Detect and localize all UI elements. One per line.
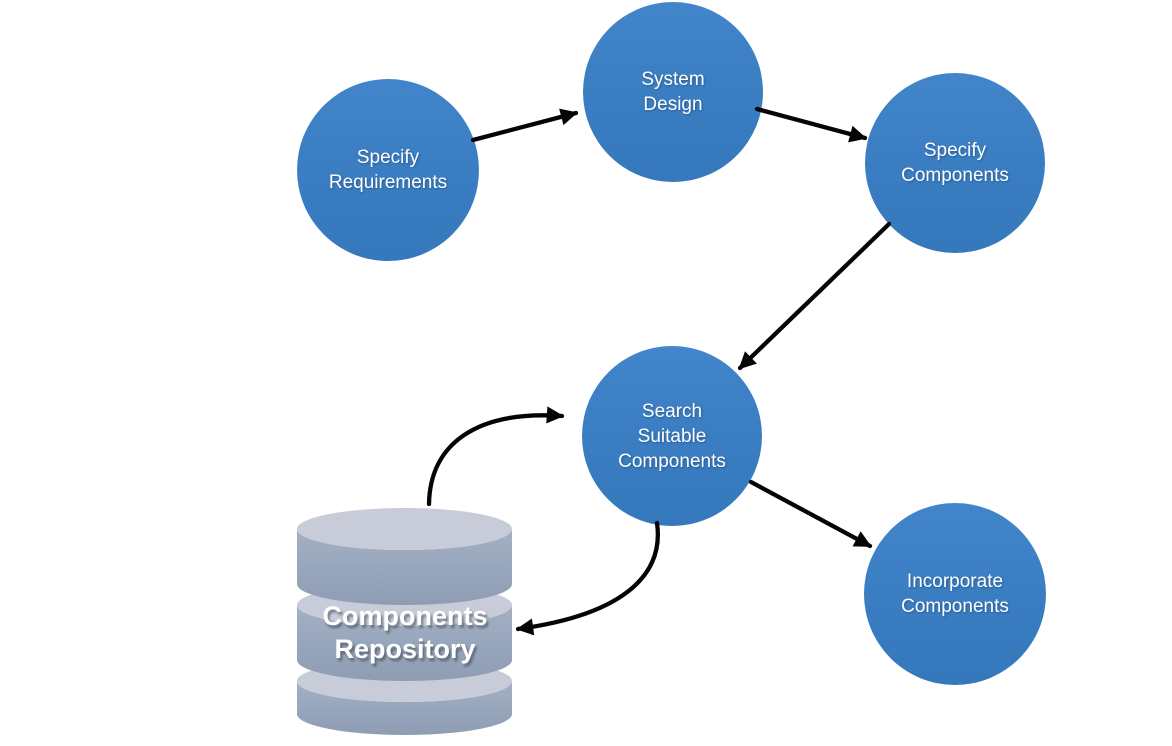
node-system-design: System Design (583, 2, 763, 182)
node-incorporate-components: Incorporate Components (864, 503, 1046, 685)
node-specify-components: Specify Components (865, 73, 1045, 253)
arrow-search-to-repository (515, 520, 660, 636)
node-search-suitable-components: Search Suitable Components (582, 346, 762, 526)
arrow-components-to-search (737, 221, 892, 371)
node-label: Specify Requirements (328, 147, 448, 193)
node-label: System Design (641, 69, 705, 115)
node-label: Specify Components (901, 140, 1009, 186)
node-specify-requirements: Specify Requirements (297, 79, 479, 261)
arrow-requirements-to-design (470, 108, 579, 143)
node-label: Search Suitable Components (618, 400, 726, 472)
arrow-design-to-components (754, 106, 868, 143)
node-label: Incorporate Components (901, 571, 1009, 617)
arrow-search-to-incorporate (748, 479, 873, 549)
arrow-repository-to-search (426, 406, 565, 507)
node-components-repository: Components Repository (322, 601, 488, 664)
